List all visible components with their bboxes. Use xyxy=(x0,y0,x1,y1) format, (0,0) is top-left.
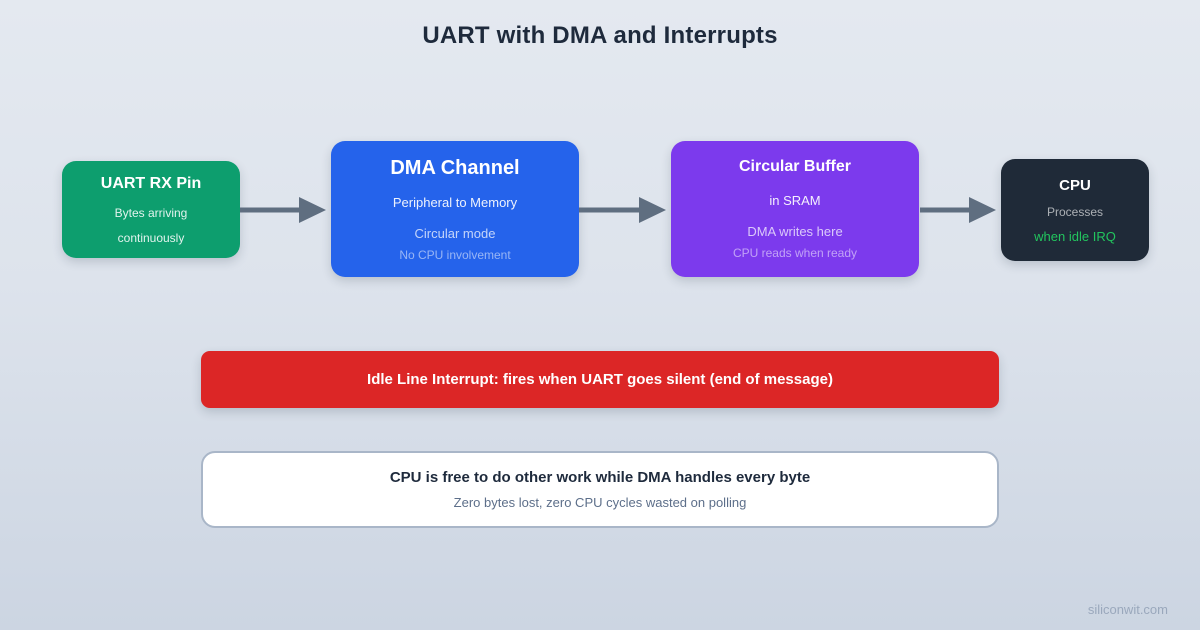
node-circular-buffer-line3: CPU reads when ready xyxy=(732,246,858,260)
flow-arrow-icon xyxy=(579,197,666,223)
idle-line-interrupt-banner: Idle Line Interrupt: fires when UART goe… xyxy=(201,351,999,408)
node-circular-buffer-line2: DMA writes here xyxy=(747,224,843,239)
node-circular-buffer: Circular Buffer in SRAM DMA writes here … xyxy=(671,141,919,277)
flow-arrow-icon xyxy=(920,197,996,223)
node-uart-rx-pin-title: UART RX Pin xyxy=(100,174,202,192)
node-uart-rx-pin-line2: continuously xyxy=(117,230,185,245)
node-uart-rx-pin: UART RX Pin Bytes arriving continuously xyxy=(62,161,240,258)
summary-note-subtitle: Zero bytes lost, zero CPU cycles wasted … xyxy=(453,495,747,510)
node-cpu-line1: Processes xyxy=(1046,204,1104,219)
summary-note: CPU is free to do other work while DMA h… xyxy=(201,451,999,528)
node-cpu: CPU Processes when idle IRQ xyxy=(1001,159,1149,261)
node-dma-channel-line1: Peripheral to Memory xyxy=(392,194,518,210)
flow-arrow-icon xyxy=(240,197,326,223)
watermark: siliconwit.com xyxy=(1087,602,1168,617)
node-cpu-line2: when idle IRQ xyxy=(1034,228,1116,244)
node-uart-rx-pin-line1: Bytes arriving xyxy=(114,205,188,220)
node-circular-buffer-title: Circular Buffer xyxy=(738,158,852,175)
idle-line-interrupt-banner-text: Idle Line Interrupt: fires when UART goe… xyxy=(367,371,833,388)
node-cpu-title: CPU xyxy=(1059,176,1091,194)
summary-note-title: CPU is free to do other work while DMA h… xyxy=(389,469,811,486)
page-title: UART with DMA and Interrupts xyxy=(422,22,778,49)
node-circular-buffer-line1: in SRAM xyxy=(769,193,821,208)
node-dma-channel: DMA Channel Peripheral to Memory Circula… xyxy=(331,141,579,277)
node-dma-channel-line2: Circular mode xyxy=(414,225,496,241)
node-dma-channel-line3: No CPU involvement xyxy=(399,247,511,262)
node-dma-channel-title: DMA Channel xyxy=(390,156,520,179)
